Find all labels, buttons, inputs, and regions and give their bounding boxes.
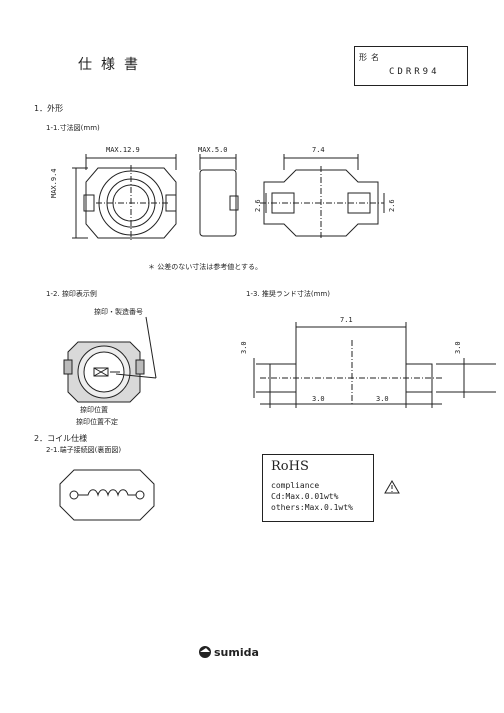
- land-width-7-1: 7.1: [340, 316, 353, 324]
- dimension-drawing-heading: 1-1.寸法図(mm): [46, 124, 100, 132]
- land-height-left: 3.0: [240, 341, 248, 354]
- land-pattern-heading: 1-3. 推奨ランド寸法(mm): [246, 290, 330, 298]
- land-height-right: 3.0: [454, 341, 462, 354]
- rohs-compliance: compliance: [271, 481, 320, 490]
- dim-max-width: MAX.9.4: [50, 168, 58, 198]
- document-title: 仕様書: [78, 57, 147, 73]
- model-box: 形名 CDRR94: [354, 46, 468, 86]
- footer-brand: sumida: [214, 646, 259, 659]
- rohs-cd: Cd:Max.0.01wt%: [271, 492, 339, 501]
- land-width-left: 3.0: [312, 395, 325, 403]
- dim-width-7-4: 7.4: [312, 146, 325, 154]
- rohs-box: RoHS compliance Cd:Max.0.01wt% others:Ma…: [262, 454, 374, 522]
- dim-max-length: MAX.12.9: [106, 146, 140, 154]
- rohs-others: others:Max.0.1wt%: [271, 503, 353, 512]
- rohs-title: RoHS: [271, 459, 309, 474]
- dim-2-6-left: 2.6: [254, 199, 262, 212]
- marking-bottom-label-2: 捺印位置不定: [76, 418, 118, 426]
- model-label: 形名: [359, 53, 383, 62]
- marking-bottom-label-1: 捺印位置: [80, 406, 108, 414]
- coil-spec-heading: 2．コイル仕様: [34, 434, 88, 443]
- marking-heading: 1-2. 捺印表示例: [46, 290, 97, 298]
- dim-2-6-right: 2.6: [388, 199, 396, 212]
- tolerance-note: ＊ 公差のない寸法は参考値とする。: [148, 263, 263, 271]
- land-width-right: 3.0: [376, 395, 389, 403]
- dim-max-height: MAX.5.0: [198, 146, 228, 154]
- marking-label: 捺印・製造番号: [94, 308, 143, 316]
- model-value: CDRR94: [389, 67, 440, 77]
- terminal-connection-heading: 2-1.端子接続図(裏面図): [46, 446, 122, 454]
- section-outline-heading: 1．外形: [34, 104, 64, 113]
